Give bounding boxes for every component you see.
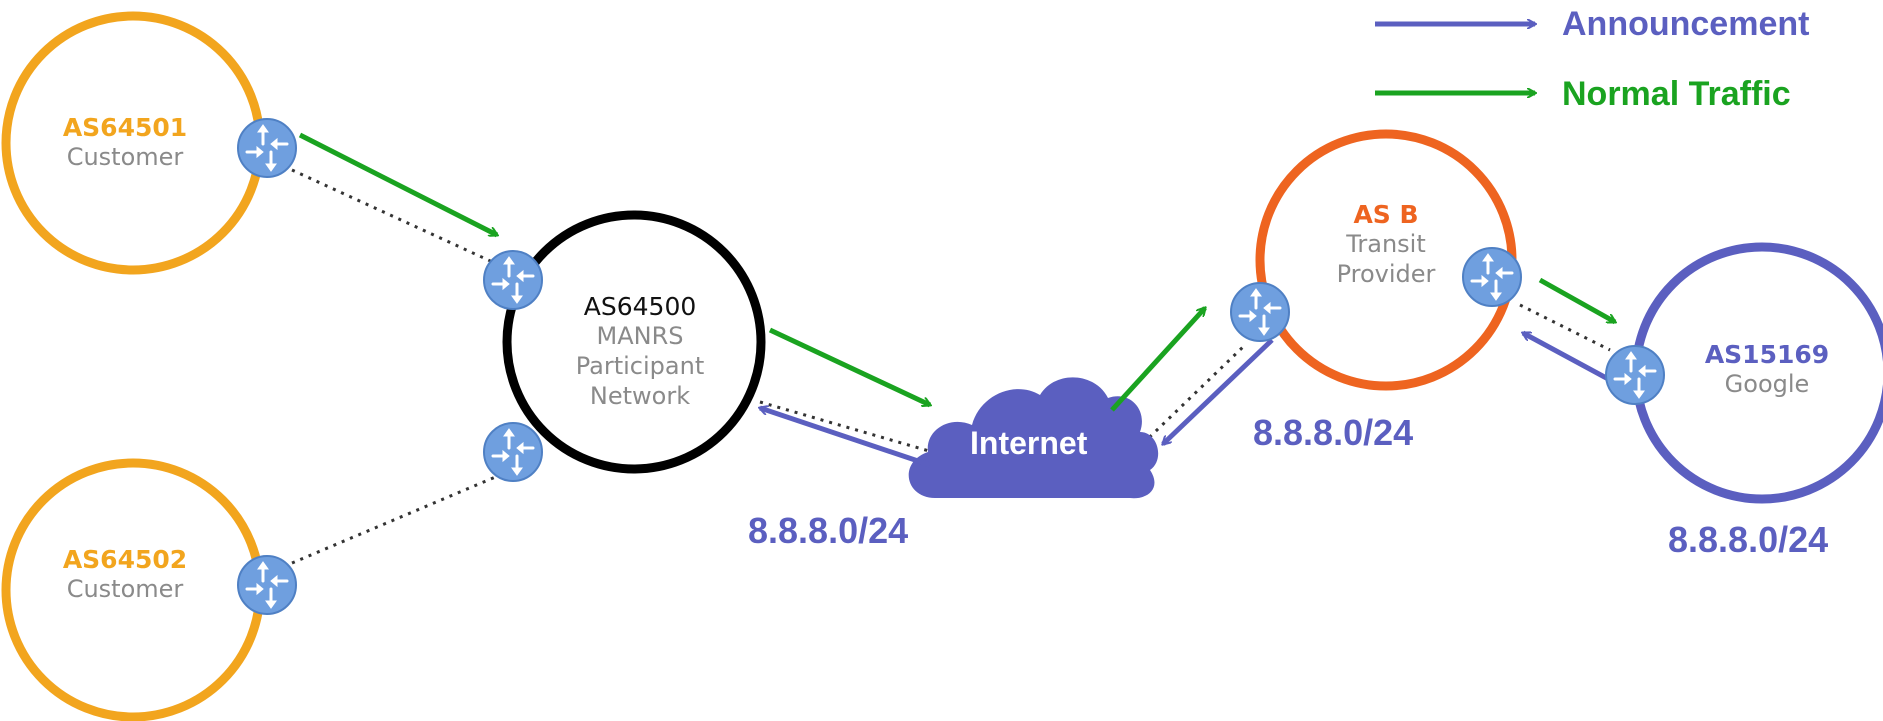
traffic-arrow-as64500 xyxy=(768,327,930,408)
link-as64500-internet xyxy=(759,400,961,462)
as64501-asn: AS64501 xyxy=(62,113,188,142)
as64500-asn: AS64500 xyxy=(583,292,697,321)
traffic-arrow-asb xyxy=(1538,277,1615,325)
announce-arrow-asb xyxy=(1163,338,1274,444)
asb-label: AS B Transit Provider xyxy=(1306,200,1466,289)
router-icon xyxy=(482,421,544,483)
router-icon xyxy=(1229,281,1291,343)
cloud-icon xyxy=(908,377,1159,499)
as15169-label: AS15169 Google xyxy=(1687,340,1847,399)
as64500-ring xyxy=(502,210,766,474)
link-as64501-as64500 xyxy=(291,168,511,272)
as64500-role-line: MANRS xyxy=(596,322,684,350)
asb-asn: AS B xyxy=(1353,200,1419,229)
router-icon xyxy=(1604,344,1666,406)
as64502-label: AS64502 Customer xyxy=(40,545,210,604)
link-asb-google xyxy=(1519,303,1611,352)
internet-label: Internet xyxy=(970,425,1088,461)
as64500-role-line: Participant xyxy=(575,352,705,380)
announce-arrow-internet xyxy=(760,408,931,468)
prefix-google: 8.8.8.0/24 xyxy=(1668,519,1829,560)
router-icon xyxy=(482,249,544,311)
legend-normal-traffic-label: Normal Traffic xyxy=(1562,75,1791,113)
link-as64502-as64500 xyxy=(291,468,513,565)
as64502-role: Customer xyxy=(66,575,184,603)
router-icon xyxy=(236,117,298,179)
as64500-label: AS64500 MANRS Participant Network xyxy=(555,292,725,411)
announce-arrow-google xyxy=(1523,330,1612,383)
as64501-role: Customer xyxy=(66,143,184,171)
prefix-internet: 8.8.8.0/24 xyxy=(748,510,909,551)
as64500-role-line: Network xyxy=(589,382,691,410)
router-icon xyxy=(236,554,298,616)
as15169-asn: AS15169 xyxy=(1704,340,1830,369)
as64501-label: AS64501 Customer xyxy=(40,113,210,172)
prefix-transit: 8.8.8.0/24 xyxy=(1253,412,1414,453)
as15169-role: Google xyxy=(1724,370,1810,398)
traffic-arrow-internet xyxy=(1110,308,1205,412)
asb-role-line: Provider xyxy=(1336,260,1436,288)
asb-role-line: Transit xyxy=(1346,230,1426,258)
router-icon xyxy=(1461,246,1523,308)
legend-announcement-label: Announcement xyxy=(1562,5,1810,43)
traffic-arrow-as64501 xyxy=(298,132,497,238)
as64502-asn: AS64502 xyxy=(62,545,188,574)
